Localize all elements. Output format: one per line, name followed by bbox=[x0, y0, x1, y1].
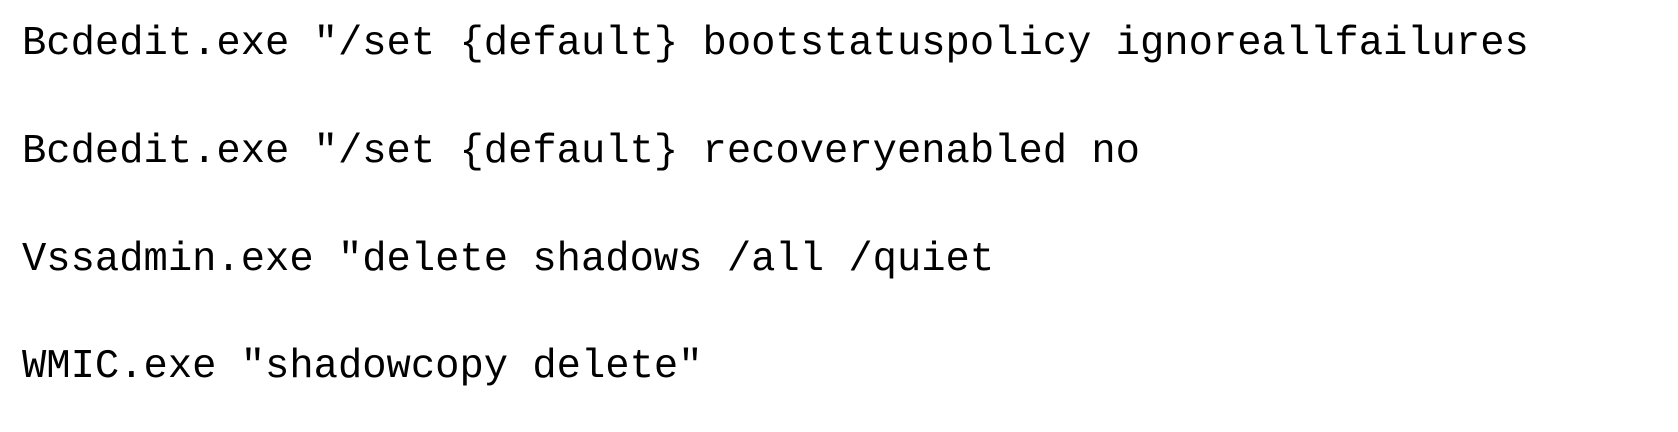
command-line-bcdedit-bootstatuspolicy: Bcdedit.exe "/set {default} bootstatuspo… bbox=[22, 21, 1529, 67]
command-line-wmic-shadowcopy-delete: WMIC.exe "shadowcopy delete" bbox=[22, 344, 703, 390]
command-line-vssadmin-delete-shadows: Vssadmin.exe "delete shadows /all /quiet bbox=[22, 237, 995, 283]
command-line-bcdedit-recoveryenabled: Bcdedit.exe "/set {default} recoveryenab… bbox=[22, 129, 1140, 175]
